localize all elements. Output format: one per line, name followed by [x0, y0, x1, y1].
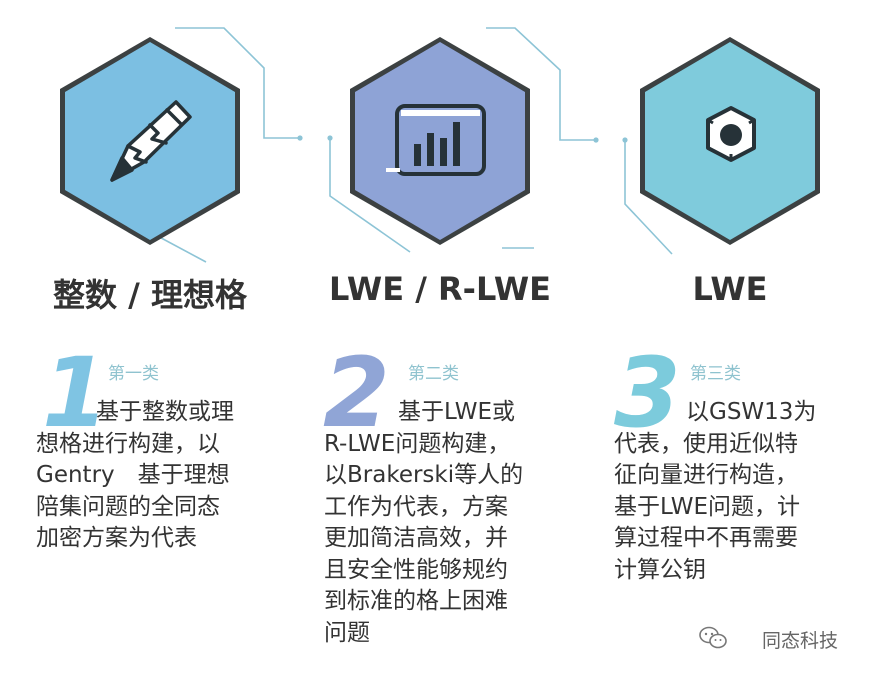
connector-dot: [297, 135, 303, 141]
description-line: 基于LWE或: [398, 399, 515, 425]
brand-watermark: 同态科技: [728, 626, 838, 653]
column-3-title: LWE: [692, 270, 768, 308]
pencil-icon: [110, 100, 192, 182]
connector-left-lower: [329, 138, 411, 253]
description-line: 到标准的格上困难: [324, 588, 508, 614]
description-line: 基于整数或理: [96, 399, 234, 425]
description-line: 征向量进行构造，: [614, 462, 798, 488]
description-line: 代表，使用近似特: [614, 430, 798, 457]
description-line: 以Brakerski等人的: [324, 462, 524, 488]
description-line: 更加简洁高效，并: [324, 525, 508, 551]
connector-dot: [593, 137, 599, 143]
column-3-subtitle: 第三类: [690, 364, 741, 384]
description-line: 陪集问题的全同态: [36, 493, 220, 520]
column-1-subtitle: 第一类: [108, 364, 159, 384]
description-line: 问题: [324, 619, 370, 646]
column-3-description: 以GSW13为 代表，使用近似特 征向量进行构造， 基于LWE问题，计 算过程中…: [614, 397, 816, 586]
description-line: 算过程中不再需要: [614, 525, 798, 551]
description-line: 以GSW13为: [686, 399, 817, 425]
column-1-title: 整数 / 理想格: [53, 276, 247, 314]
description-line: 工作为代表，方案: [324, 493, 508, 520]
connector-right-lower: [624, 140, 673, 255]
description-line: 加密方案为代表: [36, 525, 197, 551]
bar-chart-icon: [386, 104, 486, 176]
column-3-number: 3: [614, 337, 681, 449]
wechat-icon: [699, 626, 727, 649]
column-1-description: 基于整数或理 想格进行构建，以 Gentry 基于理想 陪集问题的全同态 加密方…: [36, 397, 234, 555]
cube-icon: [706, 106, 756, 162]
connector-dot: [622, 137, 628, 143]
column-2-subtitle: 第二类: [408, 364, 459, 384]
description-line: R-LWE问题构建，: [324, 430, 511, 457]
connector-top-right: [486, 27, 596, 141]
brand-name: 同态科技: [762, 630, 839, 652]
description-line: 计算公钥: [614, 556, 706, 583]
column-2-number: 2: [323, 337, 390, 449]
description-line: 且安全性能够规约: [324, 556, 508, 583]
description-line: 基于LWE问题，计: [614, 493, 800, 520]
connector-dot: [327, 135, 333, 141]
connector-top-left: [175, 27, 300, 139]
description-line: Gentry 基于理想: [36, 462, 230, 488]
description-line: 想格进行构建，以: [36, 430, 220, 457]
column-1-number: 1: [42, 337, 109, 449]
column-2-description: 基于LWE或 R-LWE问题构建， 以Brakerski等人的 工作为代表，方案…: [324, 397, 523, 649]
column-2-title: LWE / R-LWE: [328, 270, 551, 308]
